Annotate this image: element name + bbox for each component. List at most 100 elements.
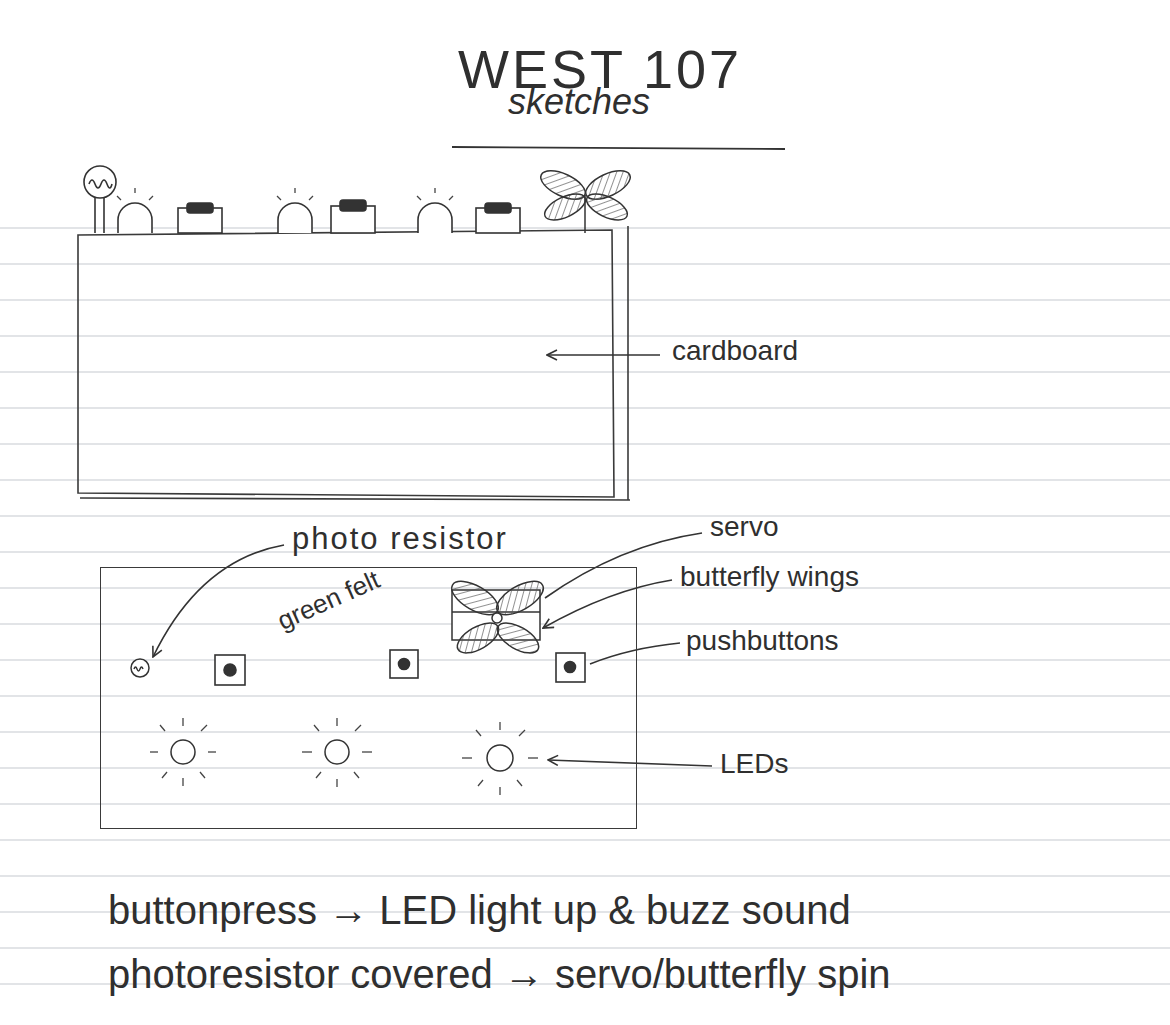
subtitle: sketches [508, 82, 650, 122]
side-view-box [80, 498, 630, 500]
ruled-lines [0, 515, 1170, 516]
ruled-lines [0, 371, 1170, 372]
led-top-rays [314, 725, 319, 731]
led-top-rays [160, 725, 165, 731]
led-top-rays [517, 780, 522, 786]
led-top-rays [150, 751, 158, 752]
led-rays [134, 188, 135, 193]
ruled-lines [0, 228, 1170, 984]
ruled-lines [0, 875, 1170, 876]
ruled-lines [0, 839, 1170, 840]
ruled-lines [0, 803, 1170, 804]
led-rays [117, 196, 121, 200]
ruled-lines [0, 587, 1170, 588]
led-top [171, 740, 195, 764]
led-top-rays [336, 779, 337, 787]
part-label: photo resistor [292, 522, 508, 556]
ruled-lines [0, 551, 1170, 552]
servo-top [492, 613, 502, 623]
led-top [171, 740, 513, 771]
led-top-rays [499, 722, 500, 730]
led-top-rays [519, 730, 525, 736]
ruled-lines [0, 947, 1170, 948]
led-top-rays [362, 751, 372, 752]
photoresistor-side [84, 166, 116, 198]
led-rays [309, 196, 313, 200]
leader-lines [153, 545, 284, 657]
button-top [224, 664, 236, 676]
photoresistor-top [131, 659, 149, 677]
felt-board: green felt [100, 567, 637, 829]
leader-lines [545, 533, 702, 598]
leader-lines [590, 643, 680, 664]
led-rays [117, 188, 453, 200]
button-top [556, 653, 585, 682]
button-top [399, 659, 410, 670]
butterfly-side [537, 165, 635, 233]
led-side [118, 203, 452, 233]
photoresistor-side [89, 180, 112, 188]
led-rays [434, 188, 435, 193]
ruled-lines [0, 623, 1170, 624]
title-underline [452, 147, 785, 149]
led-top-rays [478, 780, 483, 786]
part-label: LEDs [720, 749, 788, 780]
led-rays [417, 196, 421, 200]
photoresistor-top [134, 667, 143, 671]
led-side [418, 203, 452, 233]
behavior-note: photoresistor covered → servo/butterfly … [108, 952, 891, 996]
servo-top [493, 617, 544, 659]
led-rays [449, 196, 453, 200]
part-label: servo [710, 512, 778, 543]
button-side [187, 203, 213, 213]
ruled-lines [0, 731, 1170, 732]
led-top-rays [336, 718, 337, 726]
led-top-rays [208, 751, 216, 752]
ruled-lines [0, 335, 1170, 336]
cardboard-arrow [547, 354, 660, 356]
led-side [118, 203, 152, 233]
led-top-rays [182, 778, 183, 786]
button-top [390, 650, 418, 678]
button-side [340, 200, 366, 211]
button-side [485, 203, 511, 213]
side-view-box [627, 226, 629, 500]
ruled-lines [0, 479, 1170, 480]
leader-lines [543, 580, 672, 628]
led-top-rays [150, 718, 538, 795]
led-top-rays [476, 730, 481, 736]
side-view-box [78, 230, 614, 497]
led-side [278, 203, 312, 233]
photoresistor-side [84, 166, 116, 233]
ruled-lines [0, 443, 1170, 444]
part-label: cardboard [672, 336, 798, 367]
part-label: pushbuttons [686, 626, 839, 657]
servo-top [446, 575, 548, 659]
ruled-lines [0, 767, 1170, 768]
button-top [215, 650, 585, 685]
photoresistor-side [94, 198, 96, 233]
ruled-lines [0, 407, 1170, 408]
leader-lines [548, 760, 712, 766]
led-top-rays [354, 772, 359, 778]
photoresistor-side [103, 198, 105, 233]
led-top-rays [316, 772, 321, 778]
behavior-note: buttonpress → LED light up & buzz sound [108, 888, 851, 932]
led-top-rays [182, 718, 183, 726]
ruled-lines [0, 263, 1170, 264]
butterfly-side [541, 189, 589, 226]
photoresistor-top [131, 659, 149, 677]
part-label: butterfly wings [680, 562, 859, 593]
led-rays [277, 196, 281, 200]
led-top-rays [355, 725, 361, 731]
butterfly-side [583, 189, 631, 226]
button-top [215, 655, 245, 685]
led-top-rays [499, 787, 500, 795]
led-top-rays [528, 757, 538, 758]
side-view-box [78, 226, 630, 500]
led-top-rays [302, 751, 312, 752]
led-top-rays [462, 757, 472, 758]
